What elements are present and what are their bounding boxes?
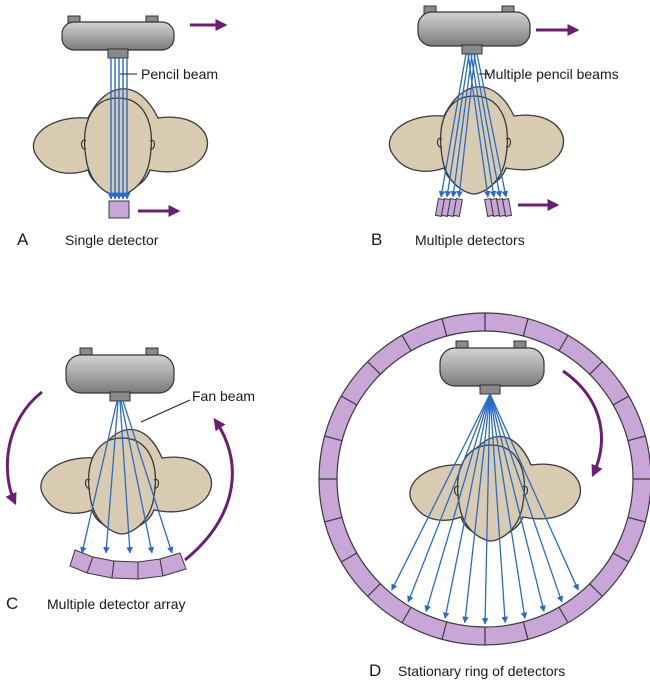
ring-divider — [367, 361, 381, 375]
xray-tube-d — [439, 340, 545, 395]
panel-d: D Stationary ring of detectors — [318, 312, 650, 680]
ring-divider — [612, 552, 630, 563]
panel-letter-d: D — [369, 661, 381, 680]
ring-divider — [558, 606, 569, 624]
panel-letter-c: C — [6, 594, 18, 613]
rotation-arrow-d — [562, 369, 603, 478]
label-fan-beam: Fan beam — [192, 388, 255, 404]
ring-divider — [367, 583, 381, 597]
xray-tube-a — [61, 15, 175, 59]
fan-ray — [407, 393, 491, 603]
ring-divider — [558, 334, 569, 352]
caption-a: Single detector — [65, 232, 159, 248]
fan-ray — [462, 393, 491, 624]
fan-ray — [489, 393, 579, 591]
fan-ray — [489, 393, 564, 603]
ring-divider — [324, 435, 343, 442]
rotation-arrow-c-right — [184, 418, 234, 562]
multiple-pencil-beams — [438, 53, 509, 198]
label-pencil-beam: Pencil beam — [141, 66, 218, 82]
ring-divider — [324, 516, 343, 523]
patient-head-b — [388, 86, 565, 195]
caption-b: Multiple detectors — [415, 232, 525, 248]
ring-divider — [627, 516, 646, 523]
ring-divider — [441, 318, 448, 337]
ring-divider — [589, 583, 603, 597]
detector-array-c — [69, 549, 187, 580]
pencil-beam-a — [107, 58, 131, 200]
panel-b: Multiple pencil beams B Multiple detecto… — [371, 5, 619, 249]
ring-divider — [401, 334, 412, 352]
ring-divider — [441, 621, 448, 640]
ring-divider — [612, 395, 630, 406]
panel-a: Pencil beam A Single detector — [17, 15, 228, 249]
fan-ray — [489, 393, 546, 613]
ring-divider — [522, 621, 529, 640]
fan-ray — [391, 393, 491, 591]
fan-beam-d — [391, 393, 579, 625]
xray-tube-b — [417, 5, 531, 55]
single-detector — [108, 200, 130, 219]
ring-divider — [340, 395, 358, 406]
fan-beam-c — [80, 400, 174, 554]
patient-head-c — [40, 429, 213, 535]
fan-ray — [489, 393, 528, 620]
ring-divider — [627, 435, 646, 442]
panel-letter-b: B — [371, 230, 382, 249]
ring-detector-dividers — [319, 313, 650, 645]
ring-divider — [522, 318, 529, 337]
xray-tube-c — [65, 347, 175, 402]
detector-group-b-left — [434, 198, 463, 217]
panel-c: Fan beam C Multiple detector array — [5, 347, 255, 613]
panel-letter-a: A — [17, 230, 29, 249]
rotation-arrow-c-left — [5, 390, 43, 506]
ring-divider — [401, 606, 412, 624]
ring-divider — [589, 361, 603, 375]
patient-head-a — [32, 88, 209, 197]
label-multiple-pencil-beams: Multiple pencil beams — [484, 66, 619, 82]
caption-c: Multiple detector array — [47, 596, 186, 612]
patient-head-d — [409, 436, 582, 542]
caption-d: Stationary ring of detectors — [398, 663, 565, 679]
ring-divider — [340, 552, 358, 563]
fan-ray — [481, 393, 491, 625]
fan-ray — [424, 393, 491, 613]
detector-group-b-right — [484, 198, 513, 217]
fan-ray — [442, 393, 491, 620]
fan-ray — [489, 393, 509, 624]
